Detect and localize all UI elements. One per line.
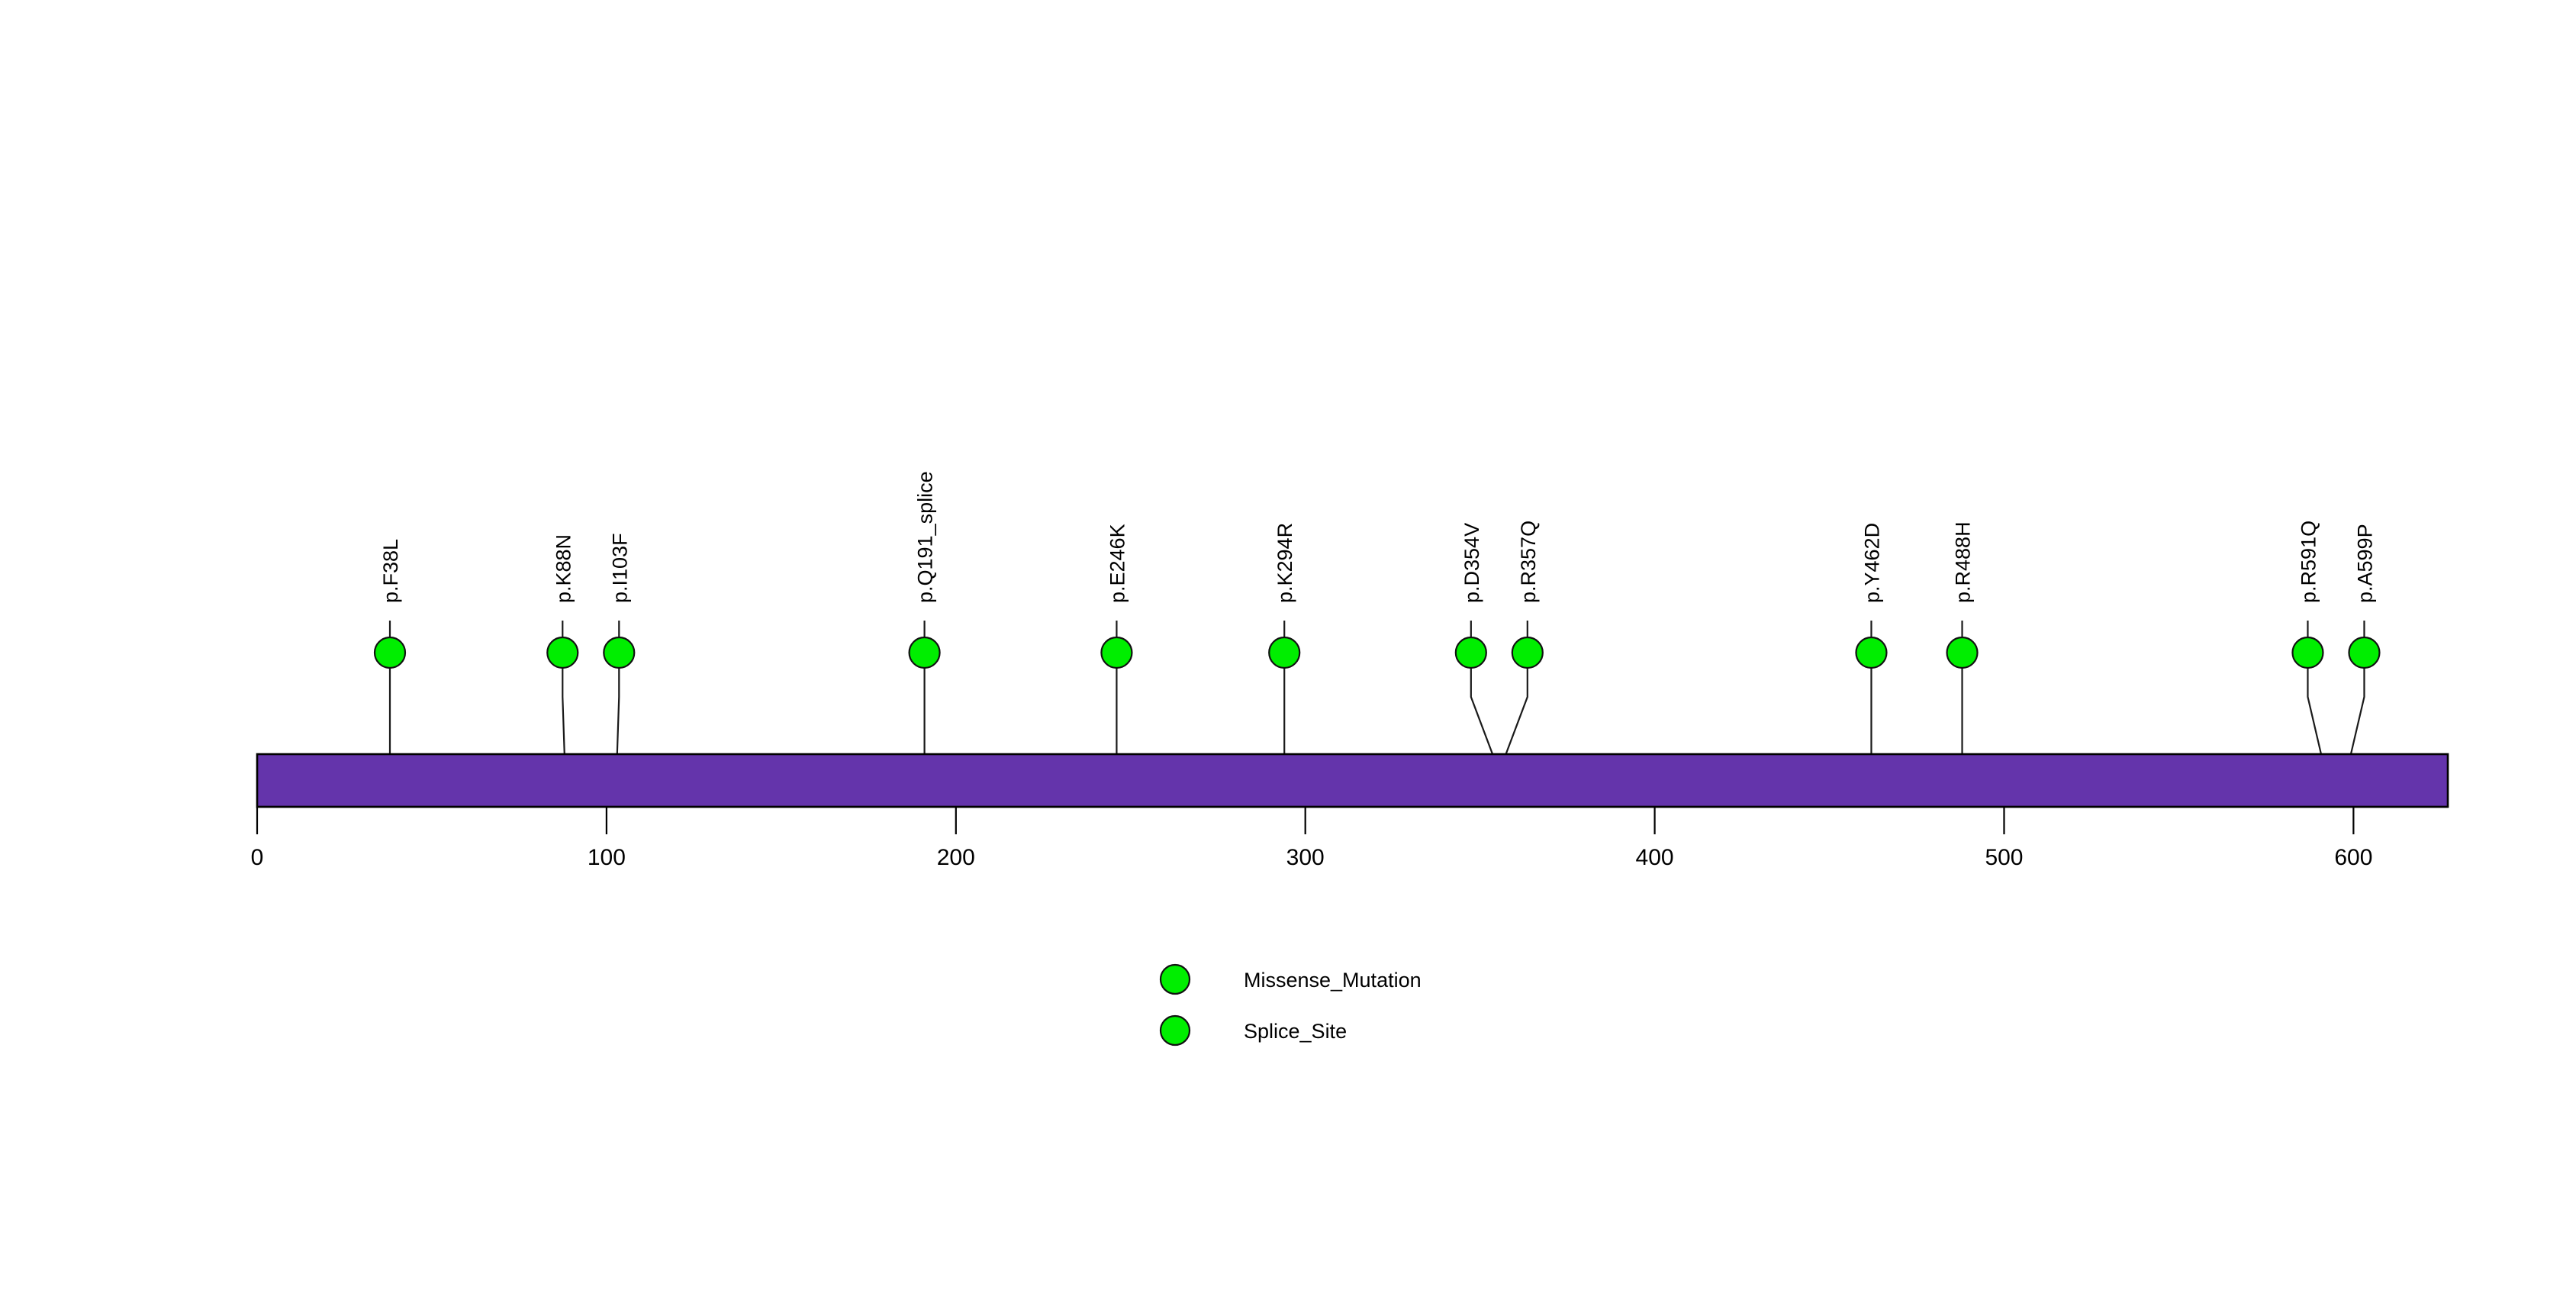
- mutation-label-pD354V: p.D354V: [1460, 523, 1483, 603]
- protein-backbone-bar: [256, 753, 2449, 808]
- x-axis-tick-label-400: 400: [1636, 845, 1674, 870]
- mutation-label-pY462D: p.Y462D: [1860, 523, 1883, 603]
- mutation-label-pK88N: p.K88N: [552, 534, 575, 603]
- x-axis-layer: 0 100 200 300 400 500 600: [251, 805, 2448, 870]
- mutation-node-pR357Q[interactable]: p.R357Q (Missense_Mutation): [1511, 636, 1544, 669]
- mutation-label-pR591Q: p.R591Q: [2297, 521, 2320, 603]
- x-axis-tick-label-200: 200: [937, 845, 975, 870]
- mutation-label-pI103F: p.I103F: [608, 533, 631, 603]
- x-axis-tick-label-500: 500: [1985, 845, 2023, 870]
- x-axis-tick-label-300: 300: [1286, 845, 1325, 870]
- legend-swatch-missense_mutation[interactable]: [1159, 963, 1191, 995]
- mutation-label-pR488H: p.R488H: [1952, 521, 1975, 603]
- mutation-labels-layer: p.F38L p.K88N p.I103F p.Q191_splice p.E246K p…: [379, 471, 2376, 603]
- mutation-label-pK294R: p.K294R: [1274, 523, 1296, 603]
- legend-label-splice_site: Splice_Site: [1244, 1020, 1347, 1043]
- mutation-label-pE246K: p.E246K: [1106, 524, 1129, 603]
- mutation-node-pD354V[interactable]: p.D354V (Missense_Mutation): [1454, 636, 1487, 669]
- mutation-node-pR488H[interactable]: p.R488H (Missense_Mutation): [1946, 636, 1979, 669]
- mutation-label-pA599P: p.A599P: [2353, 524, 2376, 603]
- legend-swatch-splice_site[interactable]: [1159, 1014, 1191, 1047]
- mutation-node-pF38L[interactable]: p.F38L (Missense_Mutation): [373, 636, 407, 669]
- x-axis-tick-label-0: 0: [251, 845, 264, 870]
- mutation-label-pF38L: p.F38L: [379, 539, 402, 603]
- mutation-node-pK88N[interactable]: p.K88N (Missense_Mutation): [546, 636, 579, 669]
- mutation-node-pE246K[interactable]: p.E246K (Missense_Mutation): [1100, 636, 1133, 669]
- mutation-node-pI103F[interactable]: p.I103F (Missense_Mutation): [603, 636, 636, 669]
- x-axis-tick-label-100: 100: [588, 845, 626, 870]
- mutation-nodes-layer: p.F38L (Missense_Mutation) p.K88N (Missen…: [373, 636, 2381, 669]
- legend-label-missense_mutation: Missense_Mutation: [1244, 969, 1422, 992]
- x-axis-tick-label-600: 600: [2334, 845, 2372, 870]
- protein-track-layer: [256, 753, 2449, 808]
- mutation-label-pQ191splice: p.Q191_splice: [914, 471, 937, 603]
- mutation-node-pQ191splice[interactable]: p.Q191_splice (Splice_Site): [908, 636, 941, 669]
- mutation-node-pA599P[interactable]: p.A599P (Missense_Mutation): [2348, 636, 2381, 669]
- mutation-node-pY462D[interactable]: p.Y462D (Missense_Mutation): [1855, 636, 1888, 669]
- mutation-label-pR357Q: p.R357Q: [1517, 521, 1540, 603]
- mutation-node-pK294R[interactable]: p.K294R (Missense_Mutation): [1268, 636, 1301, 669]
- mutation-node-pR591Q[interactable]: p.R591Q (Missense_Mutation): [2291, 636, 2324, 669]
